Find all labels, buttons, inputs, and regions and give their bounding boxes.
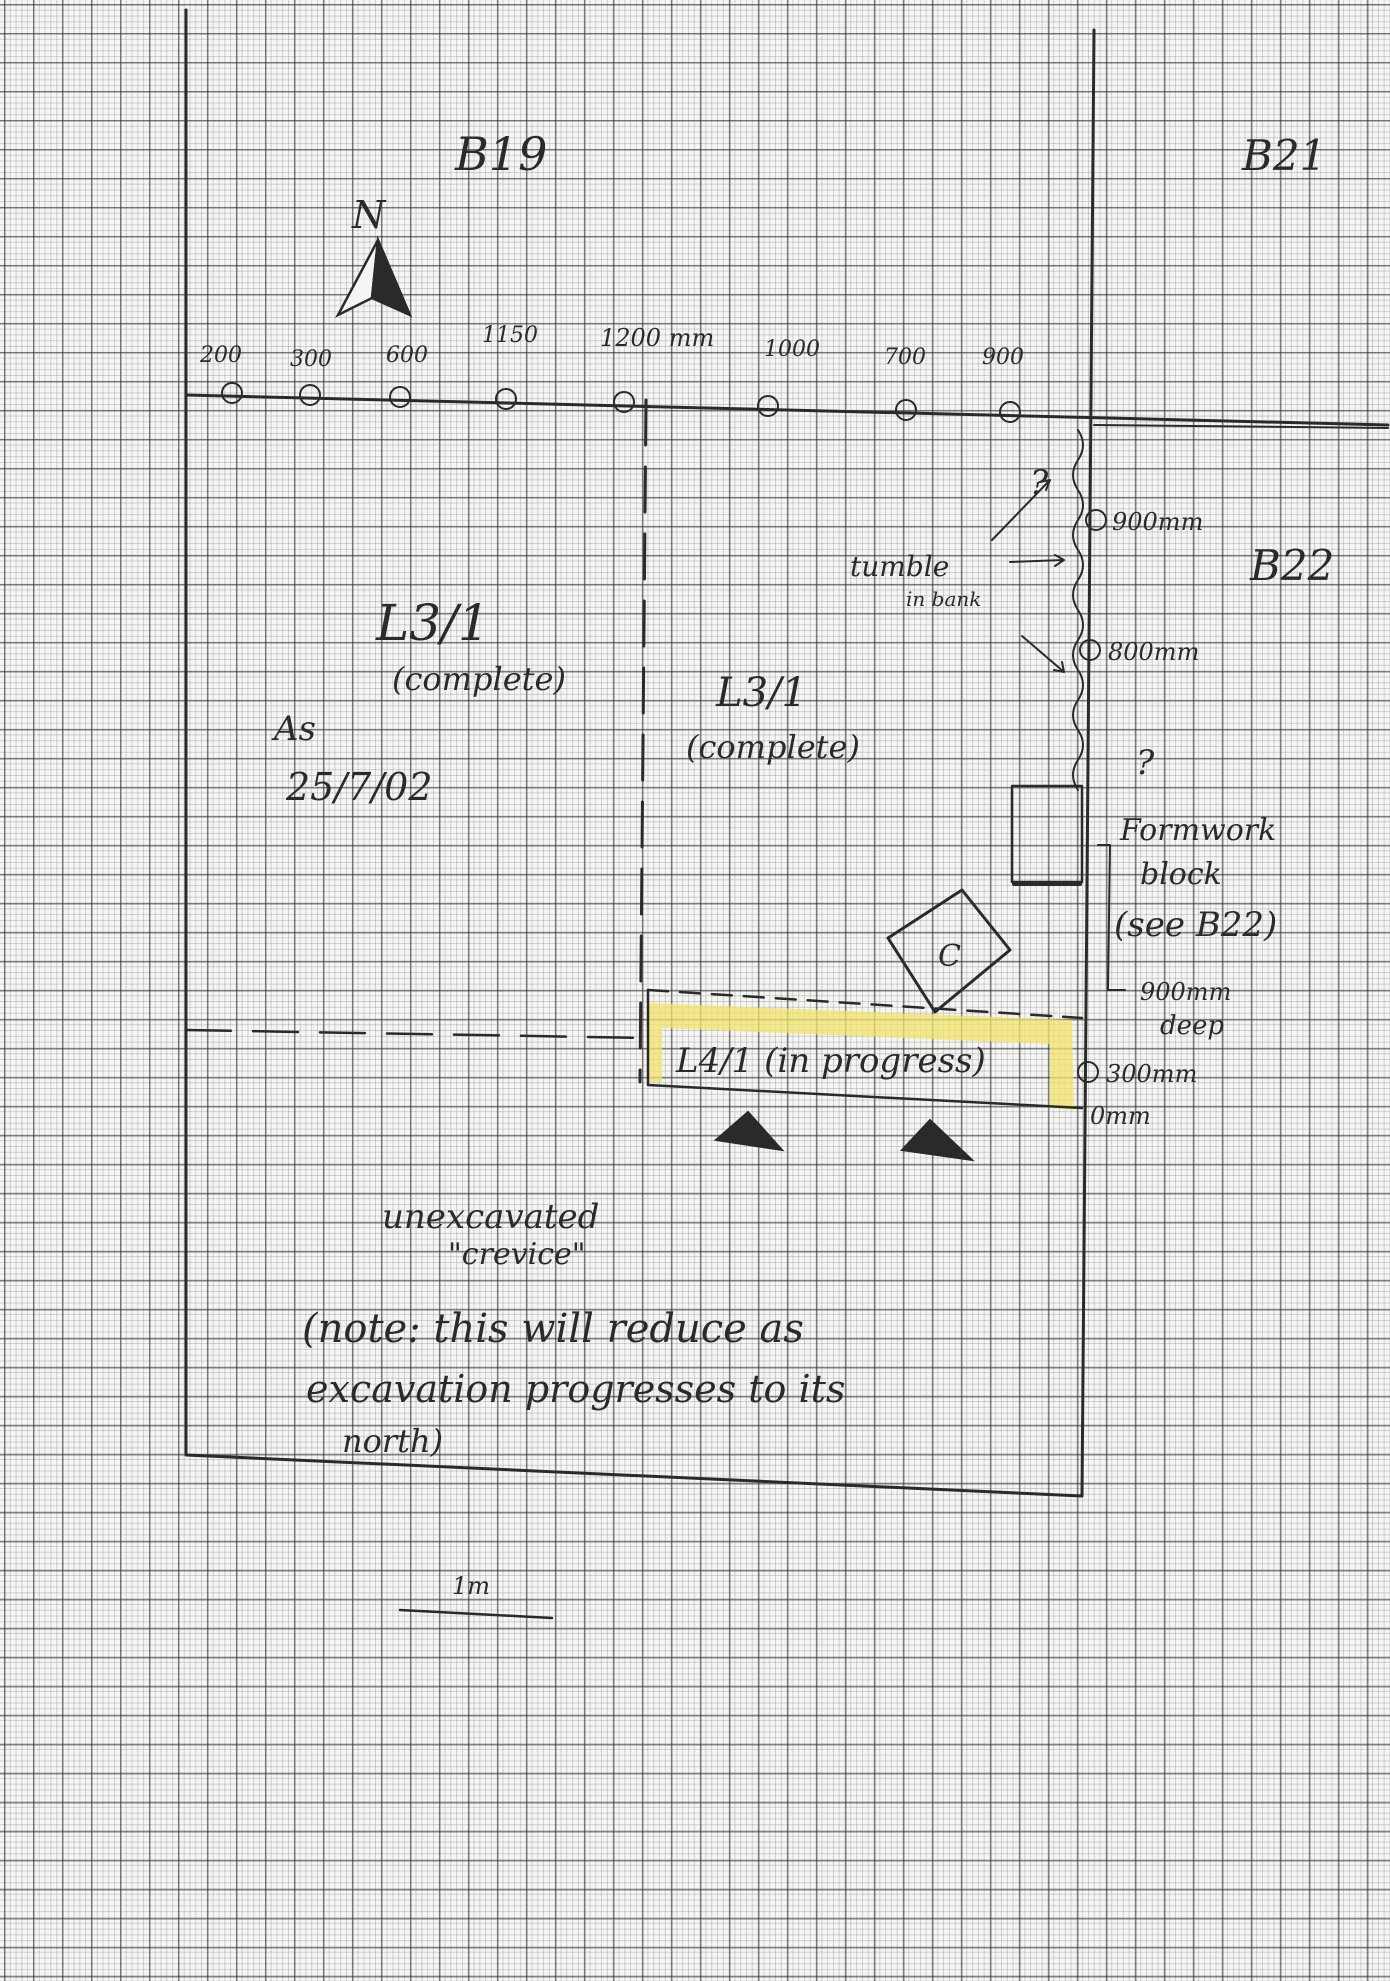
depth-note-1: 900mm	[1140, 978, 1231, 1006]
trench-label-b19: B19	[454, 127, 547, 181]
tumble-label-2: in bank	[906, 587, 981, 611]
l3-right-label: L3/1	[715, 670, 807, 716]
crevice-label-2: "crevice"	[448, 1237, 586, 1272]
depth-top-5: 1000	[764, 337, 820, 362]
section-arrow-right	[899, 1118, 975, 1162]
tumble-arrow-3	[1021, 635, 1065, 673]
horizontal-division	[184, 1028, 650, 1040]
trench-label-b22: B22	[1249, 541, 1334, 590]
east-extension	[1093, 424, 1389, 429]
north-label: N	[351, 193, 387, 237]
depth-east-0: 900mm	[1112, 508, 1203, 536]
tumble-label-1: tumble	[850, 550, 949, 583]
central-division	[638, 398, 648, 1084]
formwork-bracket	[1097, 844, 1126, 991]
depth-top-7: 900	[982, 345, 1024, 370]
l4-area-outline	[646, 988, 1084, 1110]
l3-right-status: (complete)	[686, 728, 860, 766]
l4-highlight	[648, 1003, 1074, 1110]
crevice-label-1: unexcavated	[382, 1197, 599, 1237]
question-2: ?	[1136, 743, 1155, 783]
trench-outline	[184, 8, 1096, 1498]
tumble-bank-line	[1072, 429, 1084, 791]
formwork-label-1: Formwork	[1119, 813, 1276, 848]
depth-markers-top	[221, 382, 1021, 423]
tumble-arrow-1	[991, 479, 1051, 541]
formwork-label-3: (see B22)	[1114, 905, 1277, 945]
depth-top-6: 700	[884, 345, 926, 370]
trench-label-b21: B21	[1241, 131, 1326, 180]
l4-top-dashed	[646, 988, 1084, 1020]
formwork-label-2: block	[1140, 857, 1222, 892]
scale-bar	[398, 1608, 554, 1620]
depth-top-4: 1200 mm	[600, 324, 714, 352]
depth-markers-east	[1077, 509, 1107, 1083]
as-label: As	[271, 709, 316, 749]
scale-label: 1m	[452, 1572, 490, 1600]
formwork-block	[1010, 784, 1084, 884]
l3-left-label: L3/1	[375, 594, 490, 652]
l3-left-status: (complete)	[392, 660, 566, 698]
section-arrow-left	[713, 1110, 785, 1152]
depth-east-1: 800mm	[1108, 638, 1199, 666]
depth-note-2: deep	[1160, 1011, 1224, 1041]
north-arrow	[335, 235, 413, 318]
note-line-3: north)	[342, 1422, 443, 1460]
stone-label: C	[938, 939, 961, 974]
depth-top-2: 600	[386, 343, 428, 368]
tumble-arrow-2	[1009, 554, 1065, 567]
note-line-2: excavation progresses to its	[306, 1367, 845, 1411]
depth-east-3: 0mm	[1090, 1102, 1151, 1130]
stone-polygon	[886, 888, 1012, 1014]
date-label: 25/7/02	[285, 765, 433, 809]
depth-east-2: 300mm	[1106, 1060, 1197, 1088]
note-line-1: (note: this will reduce as	[302, 1306, 804, 1352]
question-1: ?	[1030, 463, 1049, 503]
depth-top-1: 300	[290, 347, 332, 372]
l4-label: L4/1 (in progress)	[675, 1041, 986, 1081]
section-line-top	[184, 393, 1390, 427]
depth-top-3: 1150	[482, 323, 538, 348]
depth-top-0: 200	[199, 343, 242, 368]
